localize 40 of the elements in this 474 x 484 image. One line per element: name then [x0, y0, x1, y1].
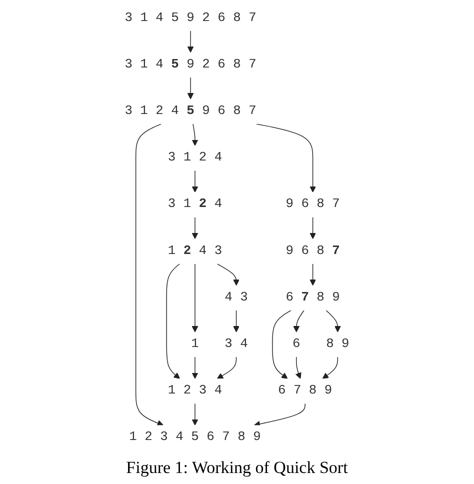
arrow — [310, 264, 316, 286]
arrow — [216, 264, 240, 286]
arrow — [166, 264, 180, 379]
arrow — [272, 310, 292, 379]
node-text: 3 4 — [224, 336, 248, 352]
arrow — [192, 216, 198, 240]
node-text: 6 7 8 9 — [278, 384, 332, 398]
node-text: 3 1 4 5 9 2 6 8 7 — [124, 10, 256, 26]
node-text: 3 1 4 5 9 2 6 8 7 — [124, 57, 256, 72]
arrow — [233, 310, 240, 332]
arrow — [192, 403, 198, 426]
arrow — [187, 77, 194, 100]
arrow — [187, 30, 194, 53]
arrow — [295, 356, 302, 379]
node-text: 6 — [292, 336, 300, 352]
arrow — [192, 264, 198, 332]
arrow — [310, 216, 316, 240]
arrow — [326, 310, 341, 332]
node-text: 1 2 3 4 — [168, 384, 222, 398]
arrow — [322, 356, 338, 379]
arrow — [192, 170, 198, 192]
node-text: 9 6 8 7 — [286, 244, 340, 258]
node-text: 4 3 — [224, 290, 248, 305]
node-text: 1 2 4 3 — [168, 244, 222, 258]
node-text: 3 1 2 4 — [168, 197, 222, 212]
node-text: 3 1 2 4 5 9 6 8 7 — [124, 104, 256, 118]
node-text: 9 6 8 7 — [286, 197, 340, 212]
node-text: 1 2 3 4 5 6 7 8 9 — [129, 430, 261, 445]
arrow — [254, 403, 306, 428]
arrow — [192, 356, 198, 379]
arrow — [135, 124, 164, 426]
node-text: 6 7 8 9 — [286, 290, 340, 305]
arrow — [192, 124, 198, 146]
arrow — [216, 356, 237, 379]
node-text: 8 9 — [326, 336, 350, 352]
node-text: 1 — [191, 336, 199, 352]
arrow — [256, 124, 316, 192]
figure-caption: Figure 1: Working of Quick Sort — [126, 457, 348, 479]
arrow — [293, 310, 304, 332]
node-text: 3 1 2 4 — [168, 150, 222, 165]
